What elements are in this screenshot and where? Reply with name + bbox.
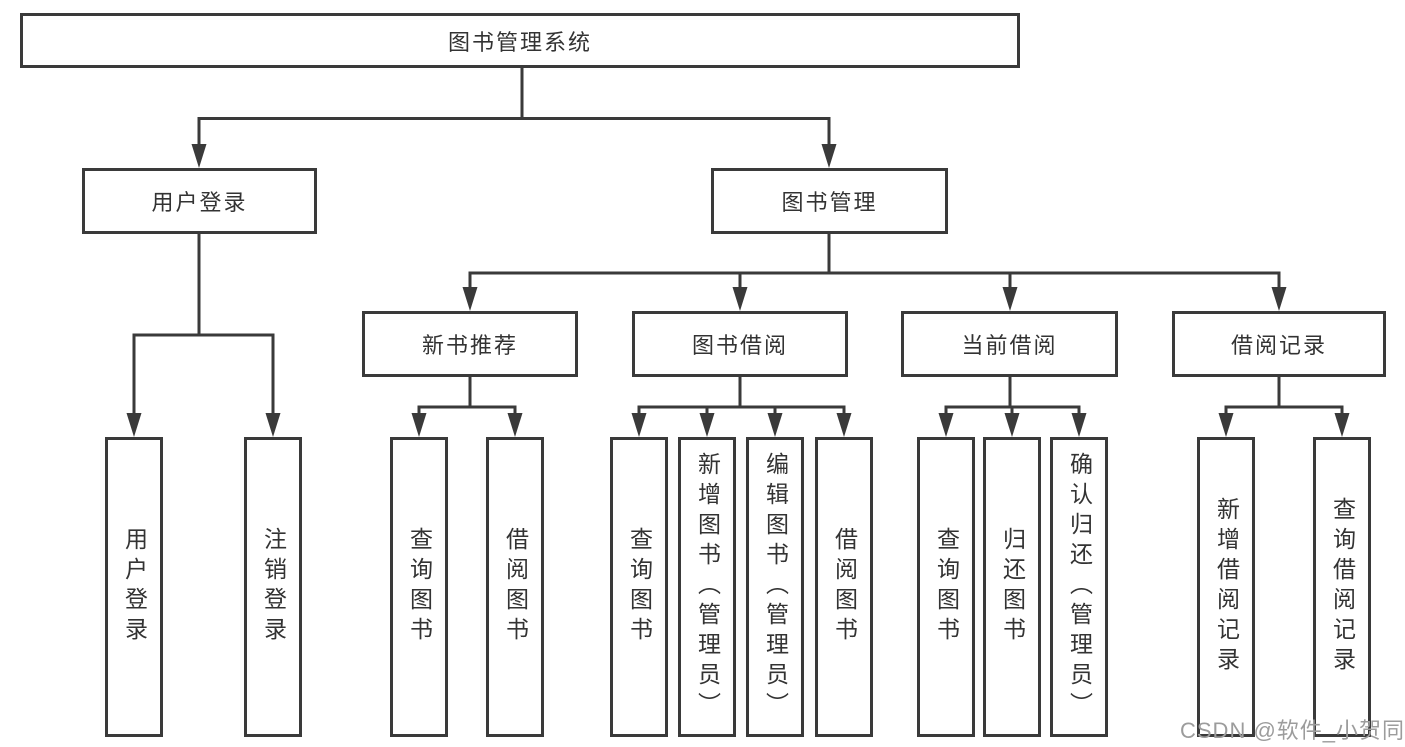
node-label: 图书管理 (781, 190, 878, 215)
node-label: 新书推荐 (421, 333, 518, 358)
node-library-system-root: 图书管理系统 (20, 13, 1020, 68)
csdn-watermark: CSDN @软件_小贺同学 (1180, 718, 1405, 743)
node-label: 用户登录 (151, 190, 248, 215)
leaf-label: 注销登录 (260, 527, 287, 647)
leaf-return-books: 归还图书 (983, 437, 1041, 737)
leaf-add-book-admin: 新增图书（管理员） (678, 437, 736, 737)
leaf-query-books-recommend: 查询图书 (390, 437, 448, 737)
node-user-login-module: 用户登录 (82, 168, 317, 234)
leaf-edit-book-admin: 编辑图书（管理员） (746, 437, 804, 737)
leaf-label: 编辑图书（管理员） (762, 452, 789, 722)
leaf-label: 查询图书 (626, 527, 653, 647)
leaf-label: 归还图书 (999, 527, 1026, 647)
node-label: 图书管理系统 (447, 29, 592, 55)
leaf-label: 查询图书 (406, 527, 433, 647)
leaf-label: 用户登录 (121, 527, 148, 647)
leaf-label: 查询借阅记录 (1329, 497, 1356, 677)
leaf-borrow-books: 借阅图书 (815, 437, 873, 737)
leaf-confirm-return-admin: 确认归还（管理员） (1050, 437, 1108, 737)
leaf-label: 借阅图书 (502, 527, 529, 647)
arrowheads (126, 144, 1350, 437)
leaf-user-login: 用户登录 (105, 437, 163, 737)
node-label: 图书借阅 (691, 333, 788, 358)
node-new-book-recommendation: 新书推荐 (362, 311, 578, 377)
leaf-borrow-books-recommend: 借阅图书 (486, 437, 544, 737)
leaf-add-borrow-record: 新增借阅记录 (1197, 437, 1255, 737)
leaf-label: 借阅图书 (831, 527, 858, 647)
leaf-label: 确认归还（管理员） (1066, 452, 1093, 722)
node-borrowing-records: 借阅记录 (1172, 311, 1386, 377)
node-current-borrowing: 当前借阅 (901, 311, 1118, 377)
leaf-query-books-current: 查询图书 (917, 437, 975, 737)
leaf-label: 查询图书 (933, 527, 960, 647)
leaf-logout: 注销登录 (244, 437, 302, 737)
node-label: 借阅记录 (1230, 333, 1327, 358)
leaf-query-books-borrow: 查询图书 (610, 437, 668, 737)
leaf-label: 新增图书（管理员） (694, 452, 721, 722)
node-label: 当前借阅 (961, 333, 1058, 358)
leaf-query-borrow-record: 查询借阅记录 (1313, 437, 1371, 737)
leaf-label: 新增借阅记录 (1213, 497, 1240, 677)
node-book-borrowing: 图书借阅 (632, 311, 848, 377)
node-book-management-module: 图书管理 (711, 168, 948, 234)
